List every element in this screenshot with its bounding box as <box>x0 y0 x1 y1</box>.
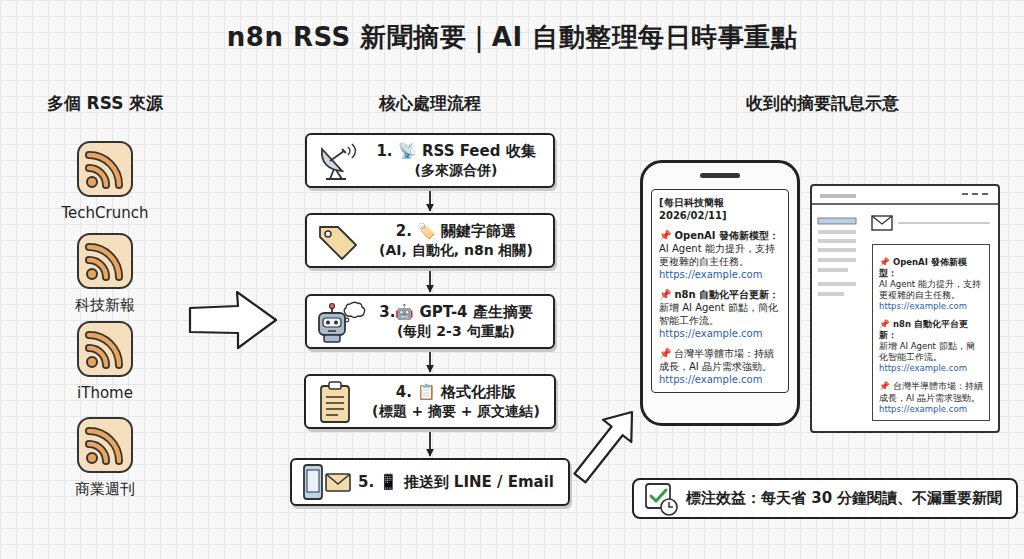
label-wrap: 收到的摘要訊息示意 <box>672 92 972 115</box>
browser-chrome <box>812 186 998 246</box>
node-text: 4. 📋 格式化排版 <box>368 382 544 402</box>
news-headline: 📌 台灣半導體市場：持續成長，AI 晶片需求強勁。 <box>659 347 781 373</box>
column-header: 多個 RSS 來源 <box>47 92 164 115</box>
flow-arrow <box>429 350 431 372</box>
node-text: 5. 📱 推送到 LINE / Email <box>354 472 558 492</box>
flow-arrow <box>429 269 431 292</box>
browser-mockup: 📌 OpenAI 發佈新模型：AI Agent 能力提升，支持更複雜的自主任務。… <box>810 184 1000 433</box>
news-link: https://example.com <box>879 404 983 415</box>
title-wrap: n8n RSS 新聞摘要｜AI 自動整理每日時事重點 <box>0 20 1024 55</box>
column-header: 核心處理流程 <box>379 92 481 115</box>
rss-source: TechCrunch <box>50 140 160 222</box>
news-summary: AI Agent 能力提升，支持更複雜的自主任務。 <box>659 242 781 268</box>
phone-screen: [每日科技簡報 2026/02/11] 📌 OpenAI 發佈新模型：AI Age… <box>651 189 789 393</box>
process-box: 2. 🏷️ 關鍵字篩選(AI, 自動化, n8n 相關) <box>305 213 555 268</box>
news-link: https://example.com <box>659 373 781 386</box>
news-headline: 📌 台灣半導體市場：持續成長，AI 晶片需求強勁。 <box>879 381 983 403</box>
tag-icon <box>316 221 360 261</box>
process-box: 4. 📋 格式化排版(標題 + 摘要 + 原文連結) <box>304 374 556 429</box>
news-headline: 📌 OpenAI 發佈新模型： <box>879 257 983 279</box>
big-input-arrow <box>190 292 276 348</box>
label-wrap: 多個 RSS 來源 <box>0 92 255 115</box>
label-wrap: 核心處理流程 <box>280 92 580 115</box>
process-subtext: (每則 2-3 句重點) <box>369 322 543 341</box>
flow-arrow <box>429 189 431 211</box>
message-header: [每日科技簡報 2026/02/11] <box>659 196 781 222</box>
process-box: 3.🤖 GPT-4 產生摘要(每則 2-3 句重點) <box>305 294 555 349</box>
node-text: TechCrunch <box>50 204 160 222</box>
rss-source: 商業週刊 <box>50 416 160 499</box>
news-summary: 新增 AI Agent 節點，簡化智能工作流。 <box>879 341 983 363</box>
rss-icon <box>76 140 134 198</box>
news-summary: AI Agent 能力提升，支持更複雜的自主任務。 <box>879 279 983 301</box>
news-link: https://example.com <box>659 268 781 281</box>
process-subtext: (標題 + 摘要 + 原文連結) <box>368 402 544 421</box>
process-box: 5. 📱 推送到 LINE / Email <box>290 458 570 506</box>
news-headline: 📌 OpenAI 發佈新模型： <box>659 229 781 242</box>
phone-envelope-icon <box>301 462 353 502</box>
node-text: 商業週刊 <box>50 480 160 499</box>
node-text: iThome <box>50 384 160 402</box>
rss-icon <box>76 232 134 290</box>
process-subtext: (AI, 自動化, n8n 相關) <box>369 241 543 260</box>
node-text: 3.🤖 GPT-4 產生摘要 <box>369 302 543 322</box>
column-header: 收到的摘要訊息示意 <box>746 92 899 115</box>
node-text: 科技新報 <box>50 296 160 315</box>
diagram-title: n8n RSS 新聞摘要｜AI 自動整理每日時事重點 <box>227 20 797 55</box>
news-link: https://example.com <box>879 301 983 312</box>
news-link: https://example.com <box>659 327 781 340</box>
message-panel: 📌 OpenAI 發佈新模型：AI Agent 能力提升，支持更複雜的自主任務。… <box>872 244 990 421</box>
benefit-box: 標注效益：每天省 30 分鐘閱讀、不漏重要新聞 <box>632 478 1018 519</box>
process-subtext: (多來源合併) <box>369 161 543 180</box>
check-clock-icon <box>643 481 679 517</box>
process-box: 1. 📡 RSS Feed 收集(多來源合併) <box>305 133 555 188</box>
satellite-dish-icon <box>316 141 362 181</box>
node-text: 2. 🏷️ 關鍵字篩選 <box>369 221 543 241</box>
rss-icon <box>76 320 134 378</box>
news-summary: 新增 AI Agent 節點，簡化智能工作流。 <box>659 301 781 327</box>
clipboard-icon <box>315 380 355 424</box>
flow-arrow <box>429 430 431 456</box>
news-headline: 📌 n8n 自動化平台更新： <box>659 288 781 301</box>
news-headline: 📌 n8n 自動化平台更新： <box>879 319 983 341</box>
rss-icon <box>76 416 134 474</box>
big-output-arrow <box>575 412 633 482</box>
node-text: 標注效益：每天省 30 分鐘閱讀、不漏重要新聞 <box>686 488 1004 509</box>
rss-source: iThome <box>50 320 160 402</box>
phone-mockup: [每日科技簡報 2026/02/11] 📌 OpenAI 發佈新模型：AI Age… <box>640 160 800 426</box>
news-link: https://example.com <box>879 363 983 374</box>
browser-sidebar <box>818 248 858 448</box>
robot-icon <box>316 300 368 344</box>
node-text: 1. 📡 RSS Feed 收集 <box>369 141 543 161</box>
rss-source: 科技新報 <box>50 232 160 315</box>
